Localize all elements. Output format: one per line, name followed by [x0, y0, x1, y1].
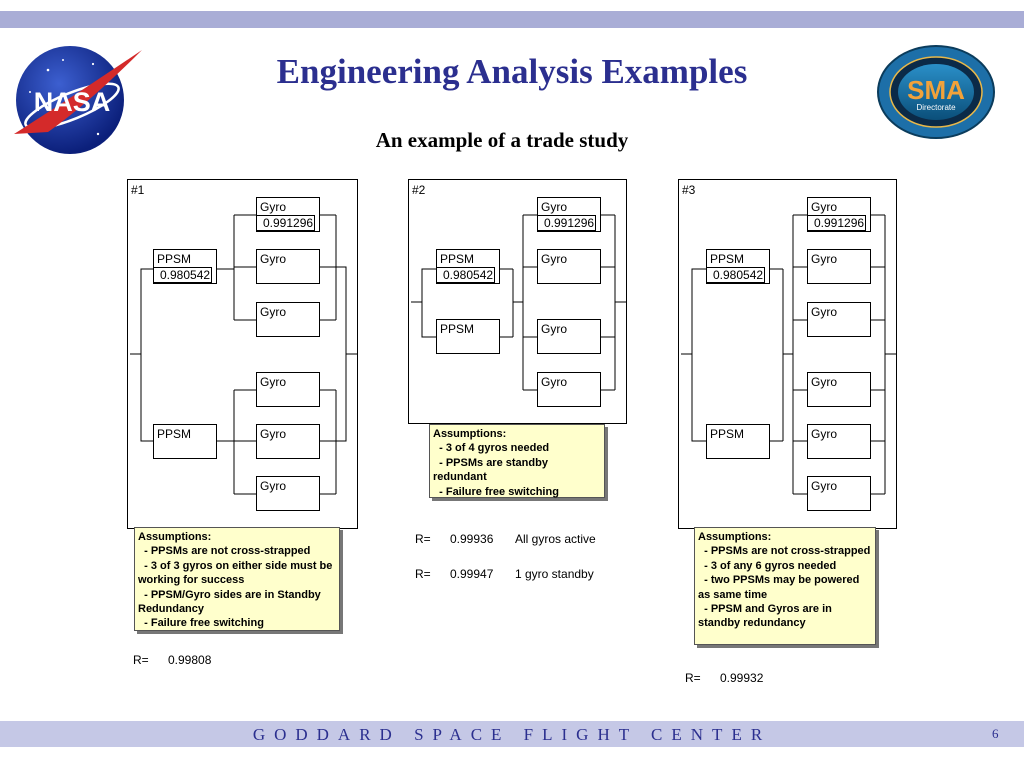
reliability-value: 0.991296 — [256, 215, 316, 231]
diagram-label: #1 — [131, 183, 145, 197]
gyro-block: Gyro — [807, 372, 871, 407]
reliability-value: 0.980542 — [706, 267, 766, 283]
gyro-block: Gyro — [537, 372, 601, 407]
sma-directorate-logo: SMA Directorate — [877, 45, 995, 139]
svg-text:Directorate: Directorate — [916, 103, 956, 112]
slide-title: Engineering Analysis Examples — [276, 52, 748, 91]
diagram-label: #2 — [412, 183, 426, 197]
reliability-value: 0.991296 — [537, 215, 597, 231]
assumptions-note: Assumptions: - PPSMs are not cross-strap… — [134, 527, 340, 631]
diagram-1-wiring — [130, 214, 357, 495]
reliability-value: 0.980542 — [153, 267, 213, 283]
footer-banner — [0, 721, 1024, 747]
gyro-block: Gyro — [537, 319, 601, 354]
assumptions-note: Assumptions: - 3 of 4 gyros needed - PPS… — [429, 424, 605, 498]
gyro-block: Gyro — [256, 372, 320, 407]
gyro-block: Gyro — [807, 302, 871, 337]
gyro-block: Gyro — [537, 249, 601, 284]
page-number: 6 — [992, 726, 999, 741]
gyro-block: Gyro — [256, 249, 320, 284]
diagram-label: #3 — [682, 183, 696, 197]
assumptions-note: Assumptions: - PPSMs are not cross-strap… — [694, 527, 876, 645]
gyro-block: Gyro — [256, 302, 320, 337]
gyro-block: Gyro — [256, 476, 320, 511]
top-banner — [0, 11, 1024, 28]
ppsm-block: PPSM — [436, 319, 500, 354]
gyro-block: Gyro — [807, 476, 871, 511]
gyro-block: Gyro — [807, 249, 871, 284]
reliability-value: 0.991296 — [807, 215, 867, 231]
reliability-value: 0.980542 — [436, 267, 496, 283]
slide-subtitle: An example of a trade study — [375, 128, 629, 152]
gyro-block: Gyro — [807, 424, 871, 459]
diagram-3-wiring — [681, 214, 896, 495]
ppsm-block: PPSM — [706, 424, 770, 459]
svg-text:NASA: NASA — [34, 87, 111, 117]
footer-text: GODDARD SPACE FLIGHT CENTER — [252, 725, 772, 744]
gyro-block: Gyro — [256, 424, 320, 459]
svg-text:SMA: SMA — [907, 75, 965, 105]
diagram-2-wiring — [411, 214, 626, 391]
nasa-logo: NASA — [14, 46, 142, 154]
ppsm-block: PPSM — [153, 424, 217, 459]
